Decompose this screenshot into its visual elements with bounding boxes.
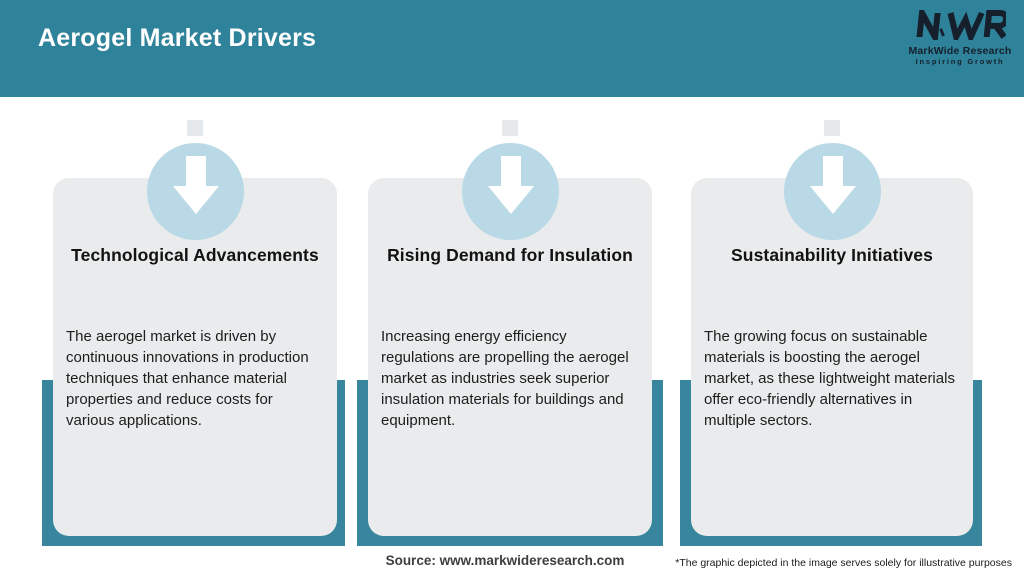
connector-stub <box>187 120 203 136</box>
down-arrow-icon <box>172 155 219 214</box>
markwide-research-logo: MarkWide Research Inspiring Growth <box>908 3 1012 66</box>
card-icon-badge <box>147 143 244 240</box>
header-bar: Aerogel Market Drivers MarkWide Research… <box>0 0 1024 97</box>
card-icon-badge <box>784 143 881 240</box>
card-title: Sustainability Initiatives <box>731 245 933 265</box>
source-credit: Source: www.markwideresearch.com <box>385 553 625 568</box>
down-arrow-icon <box>487 155 534 214</box>
card-description: Increasing energy efficiency regulations… <box>381 328 629 429</box>
down-arrow-icon <box>809 155 856 214</box>
mwr-logo-icon <box>908 3 1012 47</box>
card-description: The growing focus on sustainable materia… <box>704 328 955 429</box>
page-title: Aerogel Market Drivers <box>38 24 317 52</box>
driver-card-sustainability-initiatives: Sustainability Initiatives The growing f… <box>691 178 973 536</box>
card-title: Technological Advancements <box>71 245 319 265</box>
card-icon-badge <box>462 143 559 240</box>
card-title: Rising Demand for Insulation <box>387 245 633 265</box>
disclaimer-note: *The graphic depicted in the image serve… <box>675 557 1012 569</box>
logo-tagline: Inspiring Growth <box>915 57 1005 66</box>
card-description: The aerogel market is driven by continuo… <box>66 328 309 429</box>
logo-name: MarkWide Research <box>908 45 1012 57</box>
connector-stub <box>824 120 840 136</box>
connector-stub <box>502 120 518 136</box>
